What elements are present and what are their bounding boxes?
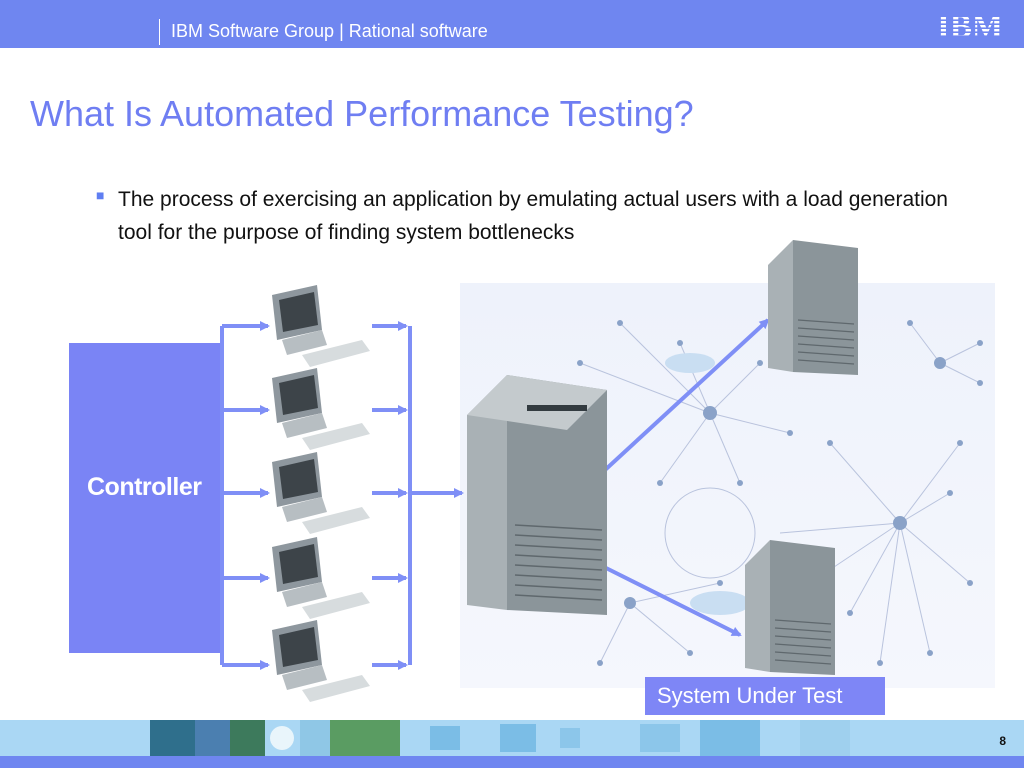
svg-text:IBM: IBM bbox=[937, 9, 1003, 41]
server-main bbox=[467, 375, 607, 615]
client-computer-5 bbox=[272, 620, 370, 702]
system-under-test-label: System Under Test bbox=[657, 683, 843, 708]
footer-decoration bbox=[150, 720, 850, 756]
header-separator bbox=[159, 19, 160, 45]
system-under-test-label-box: System Under Test bbox=[645, 677, 885, 715]
server-top bbox=[768, 240, 858, 375]
slide-title: What Is Automated Performance Testing? bbox=[30, 93, 694, 134]
header-title: IBM Software Group | Rational software bbox=[171, 21, 488, 41]
client-computer-3 bbox=[272, 452, 370, 534]
ibm-logo: IBM bbox=[937, 9, 1003, 41]
controller-label: Controller bbox=[87, 473, 202, 501]
network-map-graph bbox=[577, 320, 983, 666]
server-bottom bbox=[745, 540, 835, 675]
client-computer-1 bbox=[272, 285, 370, 367]
client-computer-2 bbox=[272, 368, 370, 450]
footer-bar: 8 bbox=[0, 720, 1024, 768]
page-number: 8 bbox=[999, 734, 1006, 748]
client-computer-4 bbox=[272, 537, 370, 619]
bullet-text: The process of exercising an application… bbox=[118, 188, 948, 244]
footer-band bbox=[0, 756, 1024, 768]
footer-image-strip bbox=[0, 720, 1024, 756]
header-bar: IBM Software Group | Rational software I… bbox=[0, 0, 1024, 48]
controller-box: Controller bbox=[69, 343, 221, 653]
bullet-square-icon: ■ bbox=[96, 187, 105, 203]
